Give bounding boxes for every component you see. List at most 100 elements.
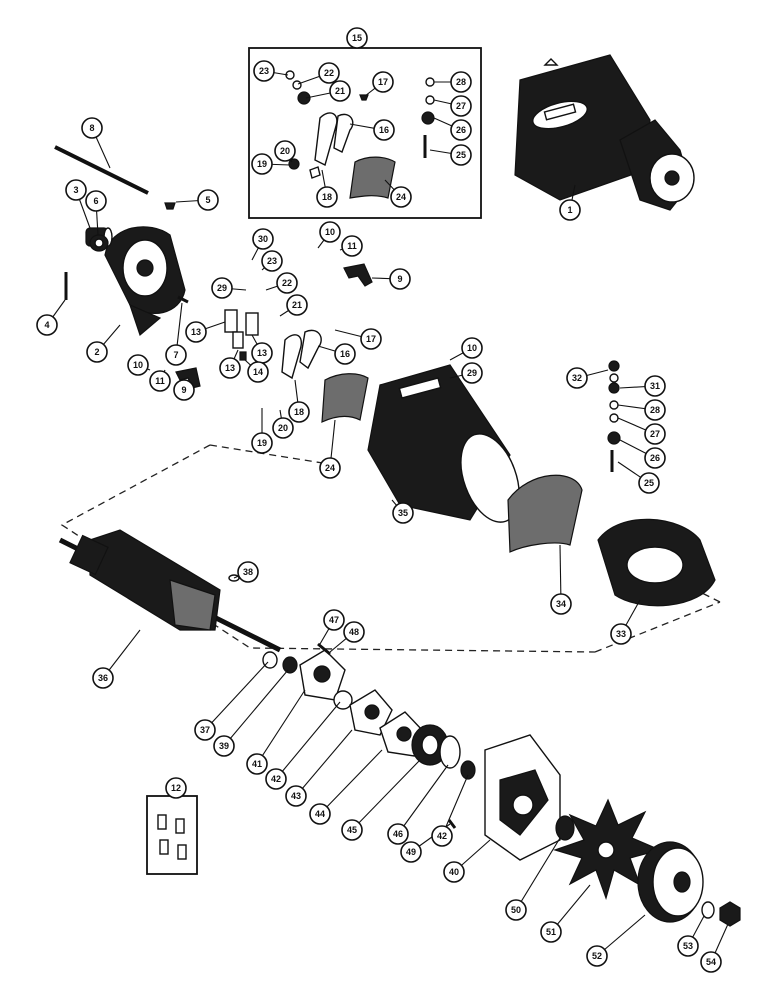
callout-circle: [288, 401, 310, 423]
callout-number: 26: [650, 453, 660, 463]
callout-circle: [127, 354, 149, 376]
callout-circle: [252, 228, 274, 250]
callout-18: 18: [316, 186, 338, 208]
callout-44: 44: [309, 803, 331, 825]
callout-circle: [586, 945, 608, 967]
callout-circle: [247, 361, 269, 383]
callout-circle: [86, 341, 108, 363]
callout-number: 21: [292, 300, 302, 310]
through-bolt: [54, 145, 149, 195]
leader-line-44: [319, 749, 383, 815]
callout-53: 53: [677, 935, 699, 957]
callout-number: 13: [225, 363, 235, 373]
callout-9: 9: [389, 268, 411, 290]
callout-number: 17: [378, 77, 388, 87]
callout-35: 35: [392, 502, 414, 524]
callout-12: 12: [165, 777, 187, 799]
callout-number: 18: [294, 407, 304, 417]
callout-17: 17: [360, 328, 382, 350]
callout-circle: [197, 189, 219, 211]
callout-number: 52: [592, 951, 602, 961]
callout-circle: [185, 321, 207, 343]
callout-20: 20: [272, 417, 294, 439]
callout-48: 48: [343, 621, 365, 643]
callout-circle: [638, 472, 660, 494]
callout-circle: [65, 179, 87, 201]
callout-24: 24: [319, 457, 341, 479]
callout-number: 51: [546, 927, 556, 937]
inset-15-parts: [285, 70, 435, 199]
brush-springs: [281, 329, 322, 380]
inset-12-brushes: [157, 814, 187, 860]
callout-circle: [392, 502, 414, 524]
callout-number: 5: [205, 195, 210, 205]
callout-29: 29: [461, 362, 483, 384]
callout-circle: [272, 417, 294, 439]
callout-circle: [318, 62, 340, 84]
leader-line-42: [441, 774, 469, 837]
callout-number: 42: [271, 774, 281, 784]
callout-circle: [341, 235, 363, 257]
callout-circle: [319, 457, 341, 479]
callout-13: 13: [251, 342, 273, 364]
callout-number: 11: [347, 241, 357, 251]
callout-circle: [319, 221, 341, 243]
callout-number: 23: [267, 256, 277, 266]
drive-spacer: [555, 815, 575, 841]
callout-7: 7: [165, 344, 187, 366]
callout-43: 43: [285, 785, 307, 807]
callout-number: 41: [252, 759, 262, 769]
callout-number: 50: [511, 905, 521, 915]
callout-circle: [334, 343, 356, 365]
callout-number: 12: [171, 783, 181, 793]
callout-circle: [36, 314, 58, 336]
callout-32: 32: [566, 367, 588, 389]
callout-51: 51: [540, 921, 562, 943]
pole-shoes-pair: [507, 474, 583, 553]
callout-13: 13: [185, 321, 207, 343]
callout-number: 2: [94, 347, 99, 357]
callout-circle: [213, 735, 235, 757]
callout-3: 3: [65, 179, 87, 201]
callout-circle: [309, 803, 331, 825]
callout-number: 38: [243, 567, 253, 577]
callout-circle: [677, 935, 699, 957]
callout-6: 6: [85, 190, 107, 212]
callout-number: 47: [329, 615, 339, 625]
callout-number: 29: [467, 368, 477, 378]
callout-number: 54: [706, 957, 716, 967]
callout-circle: [173, 379, 195, 401]
leader-line-46: [397, 764, 449, 835]
callout-circle: [461, 337, 483, 359]
callout-circle: [274, 140, 296, 162]
callout-circle: [285, 785, 307, 807]
callout-number: 19: [257, 159, 267, 169]
callout-number: 20: [278, 423, 288, 433]
callout-number: 32: [572, 373, 582, 383]
callout-circle: [559, 199, 581, 221]
callout-number: 25: [644, 478, 654, 488]
callout-21: 21: [286, 294, 308, 316]
pulley: [637, 841, 704, 923]
callout-37: 37: [194, 719, 216, 741]
callout-number: 22: [282, 278, 292, 288]
callout-15: 15: [346, 27, 368, 49]
callout-54: 54: [700, 951, 722, 973]
callout-number: 25: [456, 150, 466, 160]
callout-circle: [505, 899, 527, 921]
leader-line-50: [515, 837, 561, 911]
callout-19: 19: [251, 153, 273, 175]
callout-10: 10: [461, 337, 483, 359]
callout-40: 40: [443, 861, 465, 883]
callout-number: 20: [280, 146, 290, 156]
callout-circle: [343, 621, 365, 643]
callout-circle: [540, 921, 562, 943]
callout-number: 1: [567, 205, 572, 215]
callout-circle: [251, 432, 273, 454]
callout-number: 19: [257, 438, 267, 448]
pin: [177, 295, 189, 304]
field-frame: [367, 364, 520, 523]
callout-circle: [81, 117, 103, 139]
callout-number: 3: [73, 185, 78, 195]
callout-38: 38: [237, 561, 259, 583]
